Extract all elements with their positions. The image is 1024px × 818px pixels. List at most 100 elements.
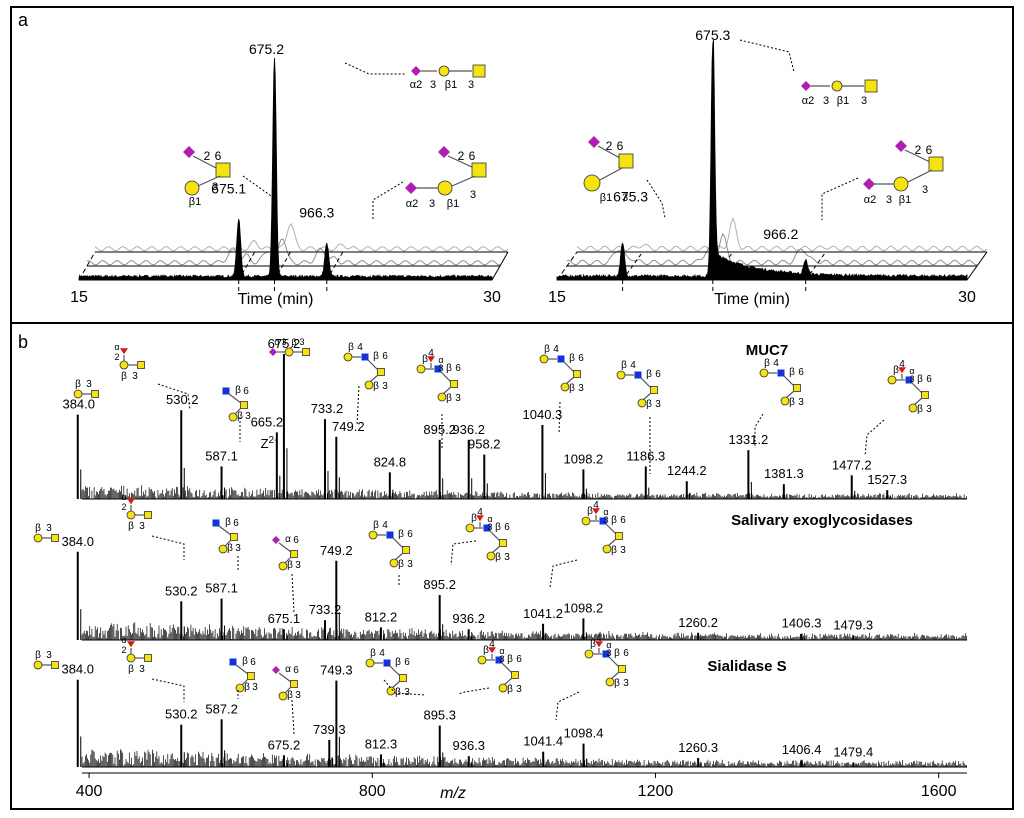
- linkage-label: 6: [926, 143, 933, 157]
- linkage-label: β: [291, 337, 296, 347]
- galactose-symbol: [33, 533, 43, 543]
- mz-tick-label: 1200: [638, 783, 674, 800]
- linkage-label: 4: [596, 633, 602, 644]
- linkage-label: β: [244, 682, 250, 693]
- linkage-label: α: [121, 492, 126, 502]
- glcnac-symbol: [222, 387, 230, 395]
- glycan-linkage: [642, 392, 652, 401]
- peak-label: 1406.3: [782, 616, 822, 631]
- linkage-label: 3: [603, 515, 608, 525]
- fucose-symbol: [592, 508, 600, 515]
- galactose-symbol: [584, 649, 594, 659]
- linkage-label: β: [569, 383, 575, 394]
- linkage-label: β: [395, 687, 401, 698]
- peak-label: 895.3: [423, 708, 456, 723]
- galactose-symbol: [581, 516, 591, 526]
- linkage-label: 6: [798, 367, 804, 378]
- peak-label: 895.2: [423, 577, 456, 592]
- galactose-symbol: [343, 352, 353, 362]
- linkage-label: β: [611, 545, 617, 556]
- galactose-symbol: [73, 389, 83, 399]
- linkage-label: 6: [516, 654, 522, 665]
- linkage-label: 6: [243, 386, 249, 397]
- peak-label: 530.2: [165, 707, 198, 722]
- galactose-symbol: [284, 347, 294, 357]
- leader-line: [383, 679, 427, 696]
- linkage-label: 4: [593, 500, 599, 511]
- linkage-label: 4: [899, 359, 905, 370]
- linkage-label: β: [446, 363, 452, 374]
- leader-line: [646, 179, 666, 219]
- leader-line: [450, 540, 477, 566]
- galnac-symbol: [51, 534, 59, 542]
- peak-label: 936.3: [453, 738, 486, 753]
- linkage-label: β: [395, 657, 401, 668]
- linkage-label: 3: [212, 181, 218, 193]
- peak-label: 1260.3: [678, 740, 718, 755]
- glycan-linkage: [565, 376, 575, 385]
- galactose-symbol: [416, 364, 426, 374]
- linkage-label: 2: [121, 502, 126, 512]
- galnac-symbol: [51, 661, 59, 669]
- linkage-label: β: [422, 354, 428, 365]
- galactose-symbol: [602, 544, 612, 554]
- peak-label: 1041.4: [523, 734, 563, 749]
- galactose-symbol: [184, 180, 200, 196]
- linkage-label: 2: [458, 149, 465, 163]
- galactose-symbol: [119, 360, 129, 370]
- galactose-symbol: [228, 412, 238, 422]
- sialic-acid-symbol: [863, 178, 875, 190]
- chromatogram-trace: [78, 57, 493, 281]
- glycan-linkage: [218, 525, 232, 536]
- chromatogram-background-trace: [566, 232, 978, 266]
- linkage-label: 3: [861, 95, 867, 107]
- linkage-label: 6: [655, 369, 661, 380]
- linkage-label: 3: [886, 194, 892, 206]
- linkage-label: β: [917, 374, 923, 385]
- peak-label: 384.0: [61, 662, 94, 677]
- linkage-label: 3: [132, 371, 138, 382]
- linkage-label: β1: [189, 196, 201, 208]
- linkage-label: α2: [864, 194, 876, 206]
- glycan-linkage: [640, 377, 652, 389]
- linkage-label: 3: [499, 654, 504, 664]
- time-guide: [805, 251, 827, 281]
- galnac-symbol: [247, 672, 255, 680]
- linkage-label: β: [287, 690, 293, 701]
- linkage-label: 6: [455, 363, 461, 374]
- peak-label: 384.0: [61, 534, 94, 549]
- glycan-linkage: [785, 390, 795, 399]
- sialic-acid-symbol: [272, 536, 280, 544]
- galnac-symbol: [290, 680, 298, 688]
- glycan-linkage: [501, 662, 513, 674]
- linkage-label: α: [487, 514, 492, 524]
- linkage-label: 3: [429, 198, 435, 210]
- linkage-label: α: [438, 355, 443, 365]
- fucose-symbol: [488, 647, 496, 654]
- linkage-label: β: [242, 656, 248, 667]
- galnac-symbol: [302, 348, 310, 356]
- chromatogram-background-trace: [94, 223, 509, 252]
- glycan-linkage: [367, 359, 379, 371]
- peak-label: 675.3: [613, 189, 648, 205]
- leader-line: [754, 413, 764, 448]
- linkage-label: 6: [404, 657, 410, 668]
- linkage-label: β: [225, 517, 231, 528]
- linkage-label: β: [287, 560, 293, 571]
- linkage-label: β: [614, 648, 620, 659]
- linkage-label: β: [373, 351, 379, 362]
- galnac-symbol: [230, 533, 238, 541]
- linkage-label: β: [587, 506, 593, 517]
- linkage-label: β: [370, 648, 376, 659]
